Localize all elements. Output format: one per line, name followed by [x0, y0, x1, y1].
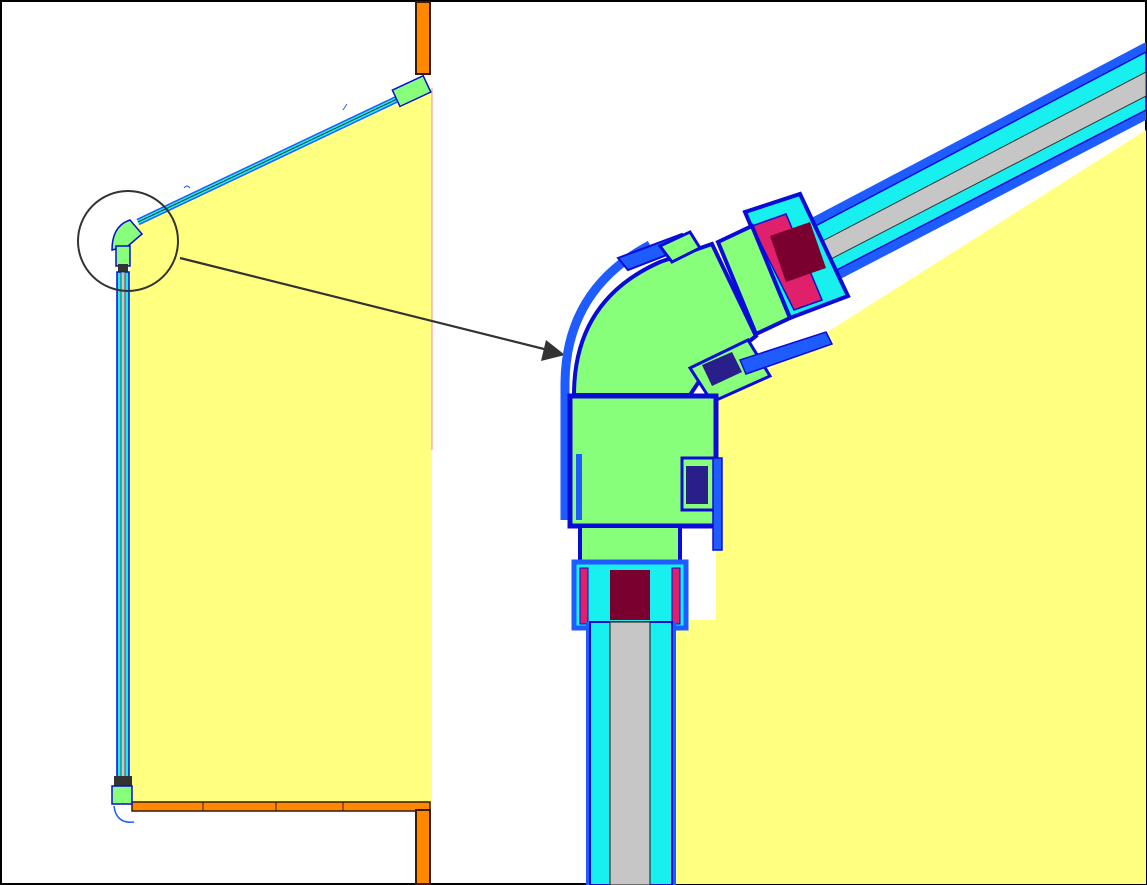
detail-section-fill [676, 130, 1146, 884]
detail-view [560, 42, 1147, 885]
overview-wall-bottom-horizontal [131, 801, 431, 812]
detail-vertical-glazing [586, 621, 676, 885]
detail-slanted-glazing [760, 42, 1147, 300]
detail-slanted-pocket [742, 191, 851, 321]
detail-top-clips [616, 230, 703, 272]
overview-detail-circle [77, 190, 179, 292]
overview-wall-top [415, 1, 431, 75]
overview-vertical-glazing [116, 271, 130, 783]
overview-section-fill [130, 88, 432, 804]
detail-connector-arrow [179, 256, 565, 361]
overview-slanted-glazing [136, 74, 432, 226]
overview-corner-node-top [111, 219, 144, 274]
detail-inner-gasket [687, 331, 834, 404]
overview-wall-bottom-stub [415, 809, 431, 885]
detail-vertical-pocket [571, 559, 689, 631]
detail-vertical-profile [567, 393, 723, 566]
overview-view [77, 1, 433, 885]
overview-corner-node-bottom [111, 776, 135, 823]
